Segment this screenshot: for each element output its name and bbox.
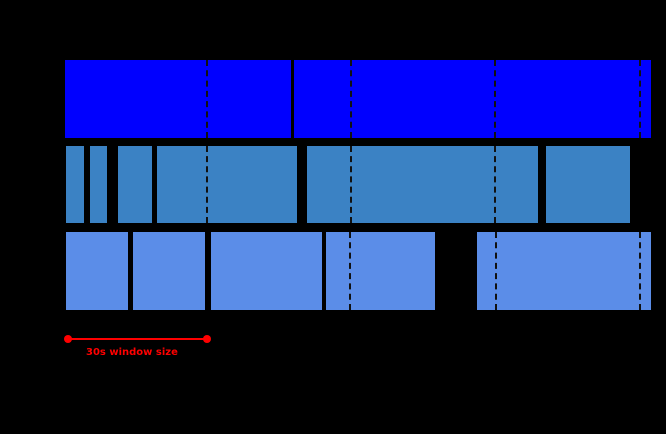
bar-segment xyxy=(546,146,630,223)
window-boundary-dashed-line xyxy=(206,146,208,223)
bar-row xyxy=(0,146,666,223)
window-boundary-dashed-line xyxy=(349,232,351,310)
window-boundary-dashed-line xyxy=(350,60,352,138)
bar-segment xyxy=(307,146,538,223)
window-boundary-dashed-line xyxy=(495,232,497,310)
bar-row xyxy=(0,232,666,310)
window-boundary-dashed-line xyxy=(206,60,208,138)
window-size-annotation-line xyxy=(68,338,207,340)
bar-segment xyxy=(118,146,152,223)
window-boundary-dashed-line xyxy=(494,60,496,138)
bar-segment xyxy=(211,232,322,310)
bar-row xyxy=(0,60,666,138)
window-boundary-dashed-line xyxy=(639,60,641,138)
bar-segment xyxy=(326,232,435,310)
bar-segment xyxy=(477,232,651,310)
window-boundary-dashed-line xyxy=(350,146,352,223)
window-boundary-dashed-line xyxy=(639,232,641,310)
bar-segment xyxy=(294,60,651,138)
window-size-annotation-start-cap xyxy=(64,335,72,343)
bar-segment xyxy=(90,146,107,223)
window-size-annotation-end-cap xyxy=(203,335,211,343)
bar-segment xyxy=(133,232,205,310)
window-size-annotation-label: 30s window size xyxy=(86,347,178,358)
bar-segment xyxy=(157,146,297,223)
window-boundary-dashed-line xyxy=(494,146,496,223)
bar-segment xyxy=(66,232,128,310)
bar-segment xyxy=(66,146,84,223)
bar-segment xyxy=(65,60,291,138)
